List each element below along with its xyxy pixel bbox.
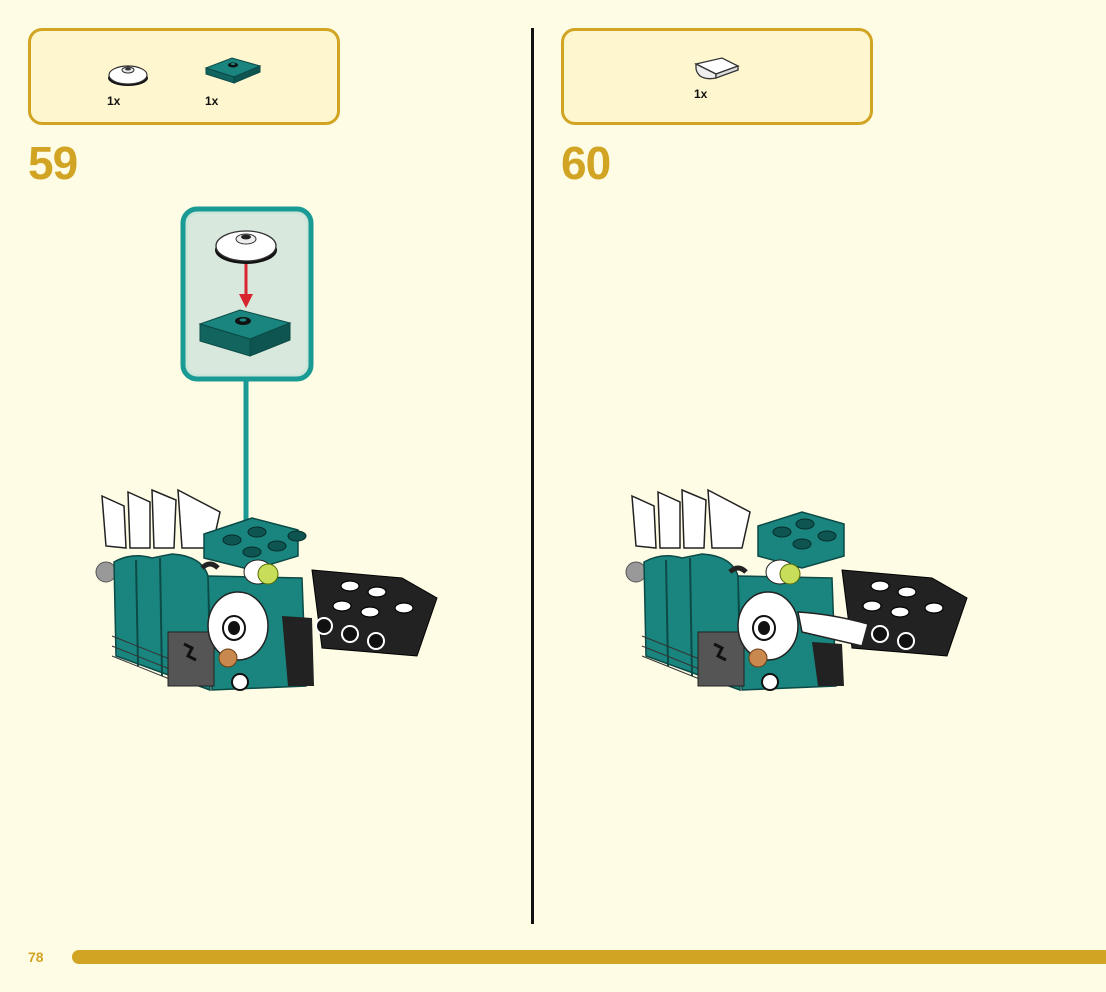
step-59-model [95,488,438,692]
step-59-part-1-qty: 1x [107,94,121,108]
teal-plate-2x2-icon [204,57,262,84]
page-number: 78 [28,949,44,965]
white-curved-slope-icon [694,57,740,80]
step-59-number: 59 [28,137,78,189]
step-60-model [625,488,968,692]
page-divider [531,28,534,924]
step-59-part-2-qty: 1x [205,94,219,108]
white-round-dish-icon [108,65,148,86]
step-60-part-1-qty: 1x [694,87,708,101]
sub-assembly-callout [180,206,314,382]
step-60-number: 60 [561,137,611,189]
step-59-parts-box [28,28,340,125]
footer-bar [72,950,1106,964]
